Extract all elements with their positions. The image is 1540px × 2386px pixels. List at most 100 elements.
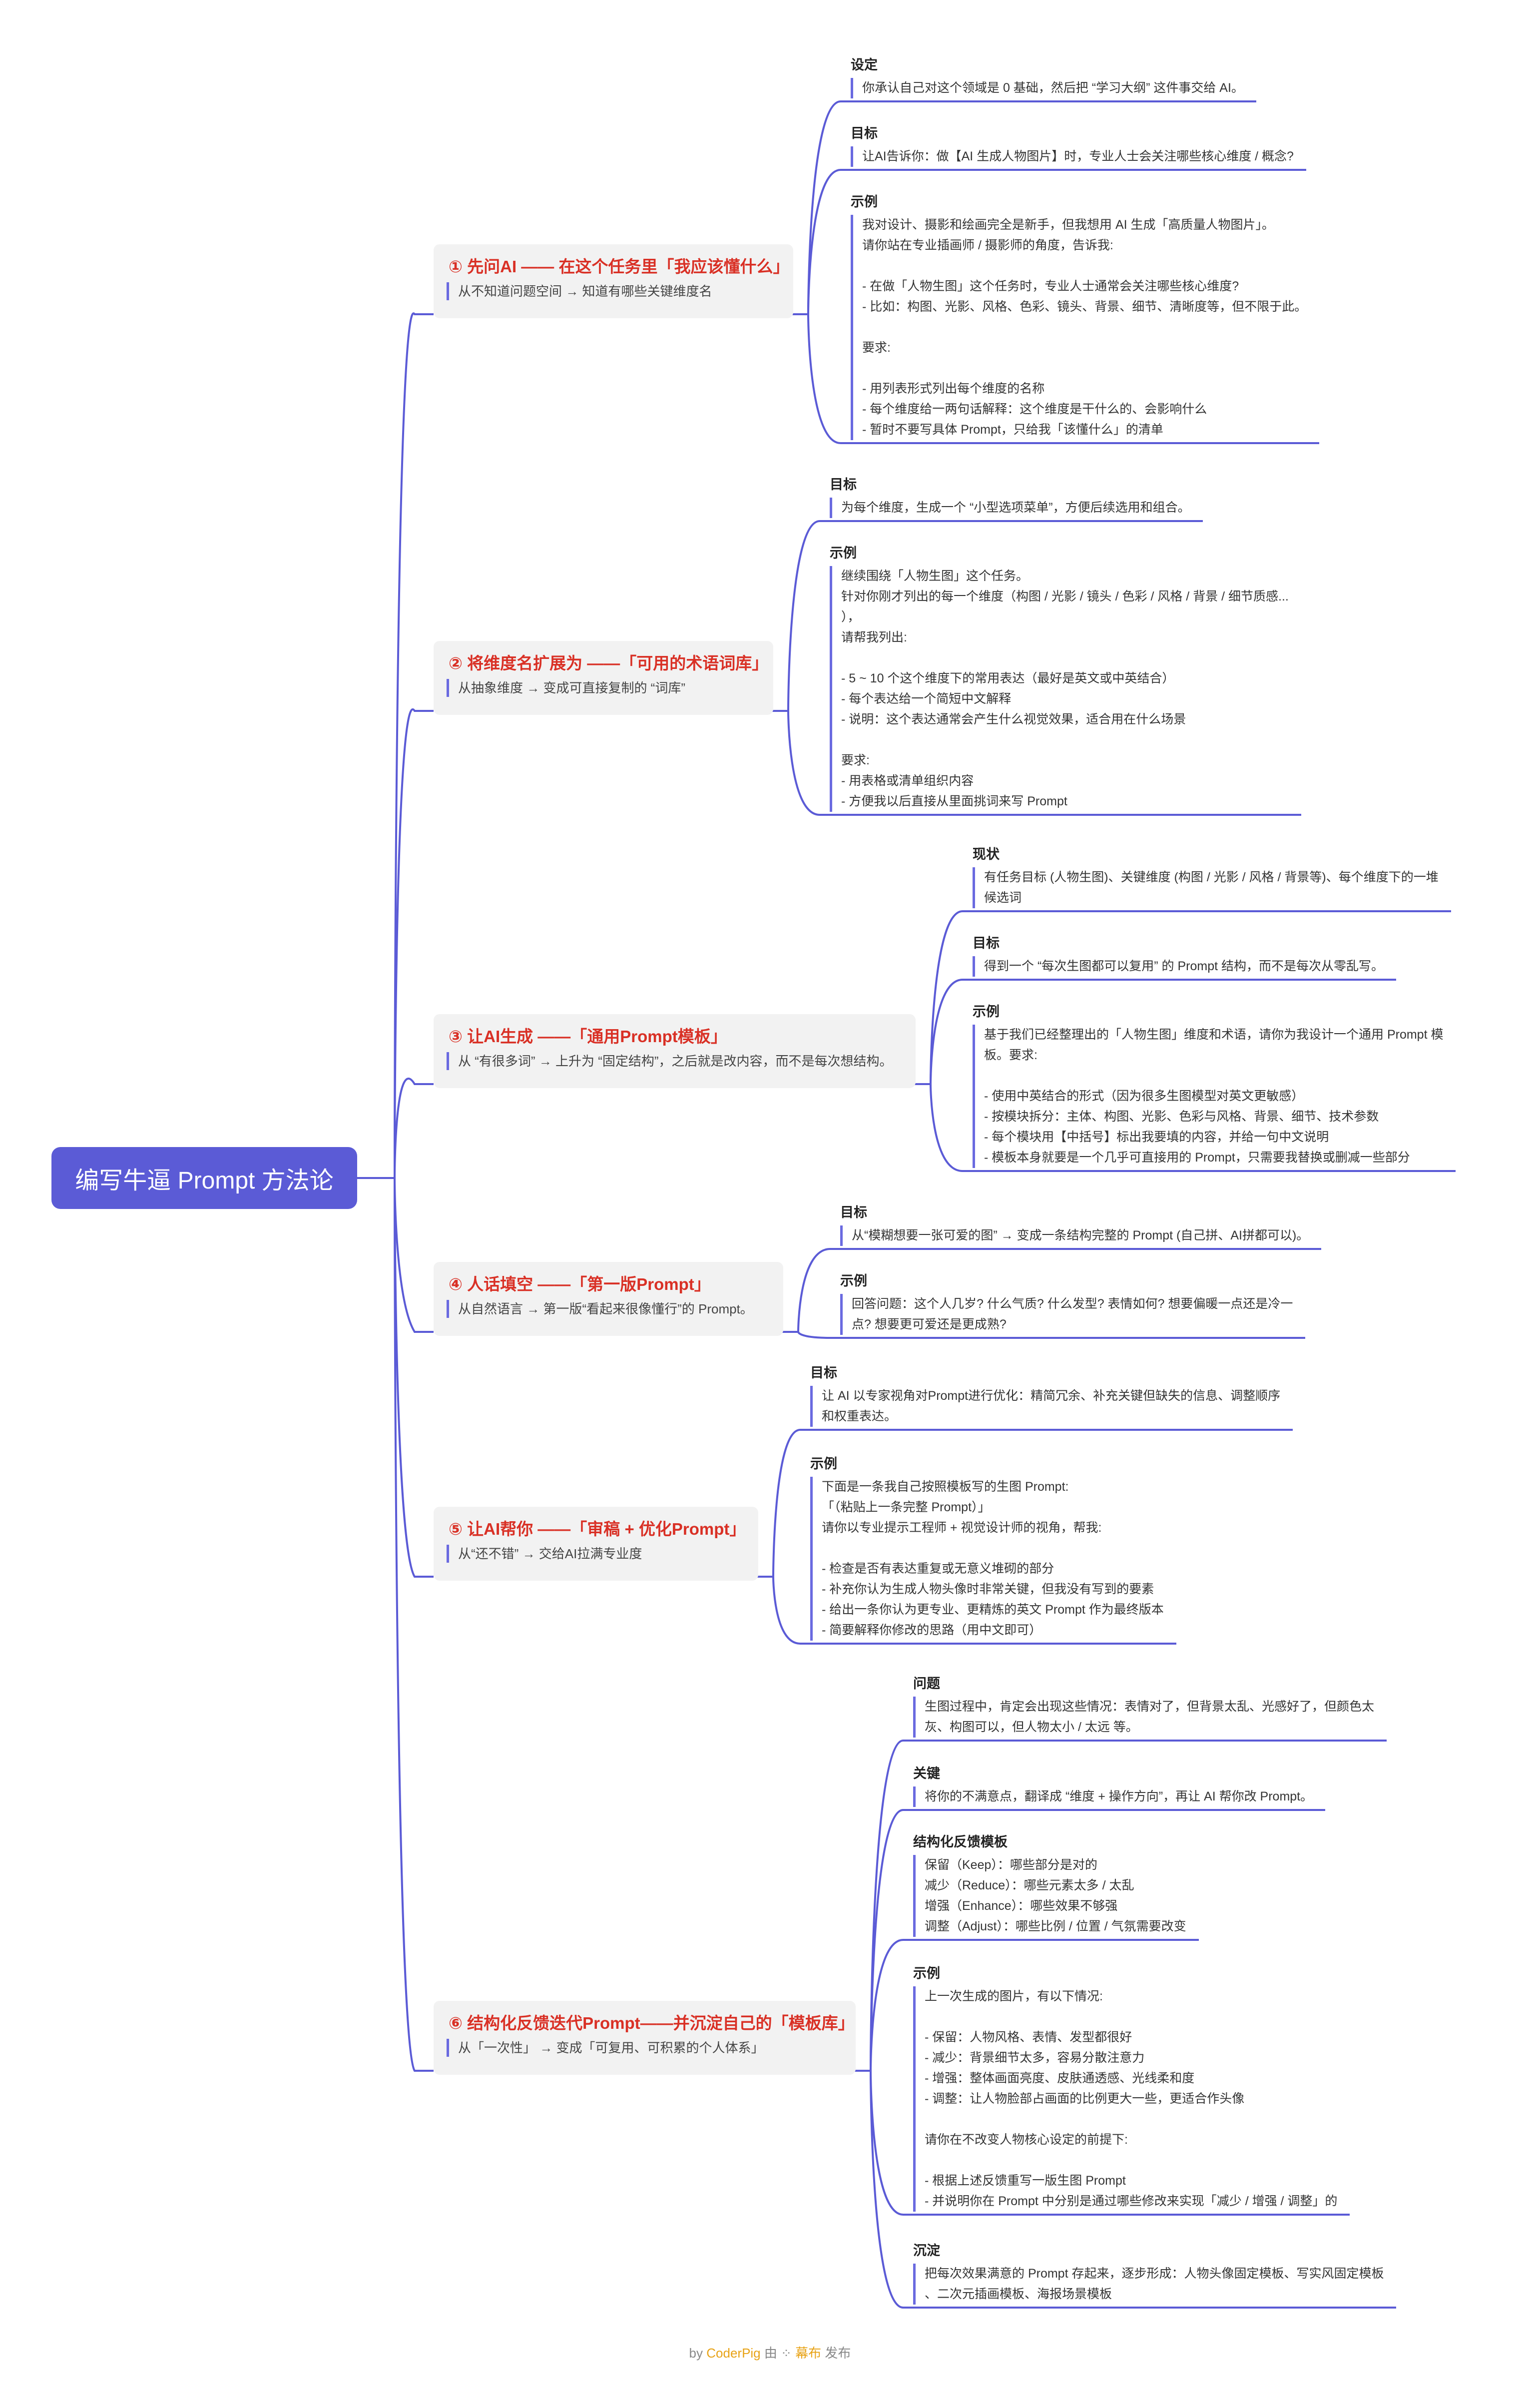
section-label: 问题 — [913, 1676, 940, 1691]
section-line: ）， — [841, 610, 860, 624]
section-example: 示例 下面是一条我自己按照模板写的生图 Prompt: 「（粘贴上一条完整 Pr… — [810, 1454, 1164, 1641]
section-line: - 说明：这个表达通常会产生什么视觉效果，适合用在什么场景 — [841, 712, 1186, 726]
section-example: 示例 我对设计、摄影和绘画完全是新手，但我想用 AI 生成「高质量人物图片」。 … — [851, 192, 1307, 440]
branch-3[interactable]: ③ 让AI生成 ——「通用Prompt模板」 从 “有很多词” → 上升为 “固… — [434, 1014, 916, 1088]
section-line — [841, 730, 1289, 750]
section-line: - 调整：让人物脸部占画面的比例更大一些，更适合作头像 — [925, 2092, 1245, 2106]
section-line: - 检查是否有表达重复或无意义堆砌的部分 — [822, 1562, 1054, 1576]
section-line: 让AI告诉你：做【AI 生成人物图片】时，专业人士会关注哪些核心维度 / 概念? — [862, 149, 1294, 163]
branch-2[interactable]: ② 将维度名扩展为 ——「可用的术语词库」 从抽象维度 → 变成可直接复制的 “… — [434, 641, 773, 715]
footer-author-link[interactable]: CoderPig — [706, 2346, 761, 2361]
branch-1[interactable]: ① 先问AI —— 在这个任务里「我应该懂什么」 从不知道问题空间 → 知道有哪… — [434, 244, 793, 318]
section-line: 有任务目标 (人物生图)、关键维度 (构图 / 光影 / 风格 / 背景等)、每… — [984, 870, 1439, 884]
section-line — [822, 1538, 1164, 1559]
section-line: - 给出一条你认为更专业、更精炼的英文 Prompt 作为最终版本 — [822, 1603, 1164, 1617]
section-example: 示例 上一次生成的图片，有以下情况: - 保留：人物风格、表情、发型都很好 - … — [913, 1963, 1337, 2212]
section-label: 示例 — [851, 194, 878, 209]
section-line: 针对你刚才列出的每一个维度（构图 / 光影 / 镜头 / 色彩 / 风格 / 背… — [841, 590, 1289, 603]
section-accumulate: 沉淀 把每次效果满意的 Prompt 存起来，逐步形成：人物头像固定模板、写实风… — [913, 2241, 1384, 2305]
section-line: 增强（Enhance）：哪些效果不够强 — [925, 1899, 1118, 1913]
section-line — [925, 2109, 1337, 2130]
section-goal: 目标 从“模糊想要一张可爱的图” → 变成一条结构完整的 Prompt (自己拼… — [840, 1202, 1309, 1246]
root-topic[interactable]: 编写牛逼 Prompt 方法论 — [51, 1147, 357, 1209]
section-line: 下面是一条我自己按照模板写的生图 Prompt: — [822, 1480, 1069, 1494]
section-label: 目标 — [851, 126, 878, 141]
section-line: - 并说明你在 Prompt 中分别是通过哪些修改来实现「减少 / 增强 / 调… — [925, 2194, 1338, 2208]
section-line: 把每次效果满意的 Prompt 存起来，逐步形成：人物头像固定模板、写实风固定模… — [925, 2267, 1384, 2281]
section-line: 你承认自己对这个领域是 0 基础，然后把 “学习大纲” 这件事交给 AI。 — [862, 81, 1244, 95]
section-line: - 使用中英结合的形式（因为很多生图模型对英文更敏感） — [984, 1089, 1304, 1103]
section-label: 关键 — [913, 1766, 940, 1781]
section-line: 得到一个 “每次生图都可以复用” 的 Prompt 结构，而不是每次从零乱写。 — [984, 959, 1384, 973]
section-line: - 模板本身就要是一个几乎可直接用的 Prompt，只需要我替换或删减一些部分 — [984, 1151, 1410, 1165]
section-line: 为每个维度，生成一个 “小型选项菜单”，方便后续选用和组合。 — [841, 501, 1190, 515]
section-line: - 5 ~ 10 个这个维度下的常用表达（最好是英文或中英结合） — [841, 671, 1175, 685]
section-line — [862, 317, 1307, 338]
section-label: 示例 — [973, 1004, 1000, 1019]
section-label: 目标 — [973, 936, 1000, 951]
footer-publish: 发布 — [825, 2346, 851, 2361]
section-line: - 比如：构图、光影、风格、色彩、镜头、背景、细节、清晰度等，但不限于此。 — [862, 300, 1307, 314]
section-example: 示例 基于我们已经整理出的「人物生图」维度和术语，请你为我设计一个通用 Prom… — [973, 1002, 1443, 1168]
branch-subtitle: 从「一次性」 → 变成「可复用、可积累的个人体系」 — [447, 2039, 843, 2057]
mubu-logo-icon: ⁘ — [781, 2346, 792, 2361]
branch-4[interactable]: ④ 人话填空 ——「第一版Prompt」 从自然语言 → 第一版“看起来很像懂行… — [434, 1262, 783, 1336]
section-label: 结构化反馈模板 — [913, 1834, 1008, 1849]
branch-title: ④ 人话填空 ——「第一版Prompt」 — [449, 1275, 711, 1293]
section-goal: 目标 让AI告诉你：做【AI 生成人物图片】时，专业人士会关注哪些核心维度 / … — [851, 123, 1294, 167]
section-line: 要求: — [862, 341, 891, 355]
section-label: 设定 — [851, 57, 878, 72]
section-line: 回答问题：这个人几岁? 什么气质? 什么发型? 表情如何? 想要偏暖一点还是冷一 — [852, 1297, 1293, 1311]
section-line — [925, 2150, 1337, 2171]
section-line: 板。要求: — [984, 1048, 1037, 1062]
section-line: 保留（Keep）：哪些部分是对的 — [925, 1858, 1097, 1872]
section-line: 请你以专业提示工程师 + 视觉设计师的视角，帮我: — [822, 1521, 1102, 1535]
section-label: 示例 — [830, 546, 857, 561]
footer-platform-link[interactable]: 幕布 — [795, 2346, 822, 2361]
section-line: 点? 想要更可爱还是更成熟? — [852, 1317, 1007, 1331]
branch-subtitle: 从自然语言 → 第一版“看起来很像懂行”的 Prompt。 — [447, 1300, 770, 1318]
section-line: 继续围绕「人物生图」这个任务。 — [841, 569, 1029, 583]
section-example: 示例 继续围绕「人物生图」这个任务。 针对你刚才列出的每一个维度（构图 / 光影… — [830, 543, 1289, 812]
root-title: 编写牛逼 Prompt 方法论 — [75, 1168, 334, 1194]
section-line: 灰、构图可以，但人物太小 / 太远 等。 — [925, 1720, 1138, 1734]
section-example: 示例 回答问题：这个人几岁? 什么气质? 什么发型? 表情如何? 想要偏暖一点还… — [840, 1271, 1293, 1335]
section-label: 目标 — [830, 477, 857, 492]
section-line — [862, 256, 1307, 276]
section-line: - 每个维度给一两句话解释：这个维度是干什么的、会影响什么 — [862, 402, 1207, 416]
section-line — [841, 648, 1289, 668]
section-line: - 简要解释你修改的思路（用中文即可） — [822, 1623, 1042, 1637]
section-line: 候选词 — [984, 891, 1022, 905]
section-goal: 目标 得到一个 “每次生图都可以复用” 的 Prompt 结构，而不是每次从零乱… — [973, 933, 1384, 977]
section-goal: 目标 为每个维度，生成一个 “小型选项菜单”，方便后续选用和组合。 — [830, 475, 1190, 518]
section-line: 「（粘贴上一条完整 Prompt）」 — [822, 1500, 991, 1514]
section-line: - 用表格或清单组织内容 — [841, 774, 974, 788]
section-line: - 减少：背景细节太多，容易分散注意力 — [925, 2051, 1145, 2065]
section-line: - 方便我以后直接从里面挑词来写 Prompt — [841, 794, 1067, 808]
section-line: - 补充你认为生成人物头像时非常关键，但我没有写到的要素 — [822, 1582, 1154, 1596]
section-label: 示例 — [840, 1273, 867, 1288]
footer-by: by — [689, 2346, 703, 2361]
section-line — [984, 1066, 1443, 1086]
section-line: 减少（Reduce）：哪些元素太多 / 太乱 — [925, 1878, 1134, 1892]
section-goal: 目标 让 AI 以专家视角对Prompt进行优化：精简冗余、补充关键但缺失的信息… — [810, 1363, 1280, 1427]
section-line: - 用列表形式列出每个维度的名称 — [862, 382, 1045, 396]
section-line: 将你的不满意点，翻译成 “维度 + 操作方向”，再让 AI 帮你改 Prompt… — [925, 1790, 1313, 1803]
section-label: 示例 — [810, 1456, 837, 1471]
section-line: 从“模糊想要一张可爱的图” → 变成一条结构完整的 Prompt (自己拼、AI… — [852, 1228, 1309, 1242]
section-line: - 暂时不要写具体 Prompt，只给我「该懂什么」的清单 — [862, 423, 1163, 437]
section-label: 沉淀 — [913, 2243, 940, 2258]
branch-6[interactable]: ⑥ 结构化反馈迭代Prompt——并沉淀自己的「模板库」 从「一次性」 → 变成… — [434, 2001, 856, 2075]
section-line: - 在做「人物生图」这个任务时，专业人士通常会关注哪些核心维度? — [862, 279, 1239, 293]
branch-subtitle: 从“还不错” → 交给AI拉满专业度 — [447, 1545, 745, 1563]
section-line: - 根据上述反馈重写一版生图 Prompt — [925, 2174, 1126, 2188]
section-label: 示例 — [913, 1966, 940, 1981]
branch-title: ⑥ 结构化反馈迭代Prompt——并沉淀自己的「模板库」 — [449, 2014, 855, 2032]
branch-5[interactable]: ⑤ 让AI帮你 ——「审稿 + 优化Prompt」 从“还不错” → 交给AI拉… — [434, 1507, 758, 1581]
section-key: 关键 将你的不满意点，翻译成 “维度 + 操作方向”，再让 AI 帮你改 Pro… — [913, 1764, 1313, 1807]
branch-title: ⑤ 让AI帮你 ——「审稿 + 优化Prompt」 — [449, 1520, 746, 1538]
section-line: 生图过程中，肯定会出现这些情况：表情对了，但背景太乱、光感好了，但颜色太 — [925, 1700, 1375, 1714]
branch-subtitle: 从抽象维度 → 变成可直接复制的 “词库” — [447, 679, 760, 697]
section-label: 目标 — [840, 1205, 867, 1220]
